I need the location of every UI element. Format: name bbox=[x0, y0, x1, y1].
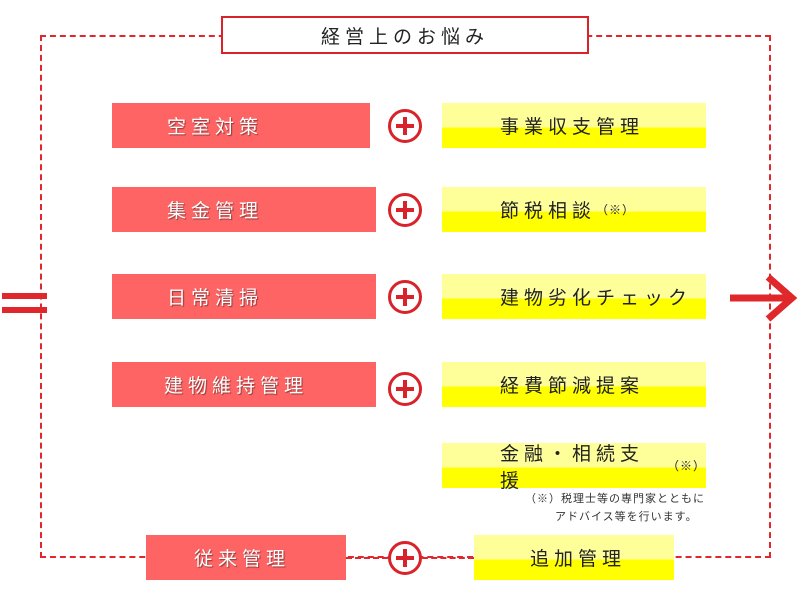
plus-icon-3 bbox=[388, 280, 422, 314]
right-arrow-icon bbox=[730, 274, 798, 322]
bottom-connector-right bbox=[422, 557, 474, 559]
footnote: （※）税理士等の専門家とともに アドバイス等を行います。 bbox=[525, 492, 705, 523]
plus-icon-2 bbox=[388, 193, 422, 227]
right-item-1: 事業収支管理 bbox=[442, 103, 706, 148]
left-item-3: 日常清掃 bbox=[112, 274, 376, 319]
left-item-1: 空室対策 bbox=[112, 103, 370, 148]
left-item-4: 建物維持管理 bbox=[112, 362, 376, 407]
bottom-right-box: 追加管理 bbox=[474, 535, 674, 580]
plus-icon-4 bbox=[388, 372, 422, 406]
right-item-3: 建物劣化チェック bbox=[442, 274, 706, 319]
bottom-left-box: 従来管理 bbox=[146, 535, 346, 580]
equals-sign-top bbox=[2, 293, 47, 299]
plus-icon-1 bbox=[388, 109, 422, 143]
right-item-2: 節税相談（※） bbox=[442, 187, 706, 232]
right-item-5: 金融・相続支援（※） bbox=[442, 443, 706, 492]
equals-sign-bottom bbox=[2, 307, 47, 313]
right-item-4: 経費節減提案 bbox=[442, 362, 706, 407]
bottom-connector-left bbox=[346, 557, 388, 559]
title-text: 経営上のお悩み bbox=[320, 25, 489, 48]
plus-icon-bottom bbox=[388, 541, 422, 575]
title-box: 経営上のお悩み bbox=[221, 16, 589, 54]
left-item-2: 集金管理 bbox=[112, 187, 376, 232]
